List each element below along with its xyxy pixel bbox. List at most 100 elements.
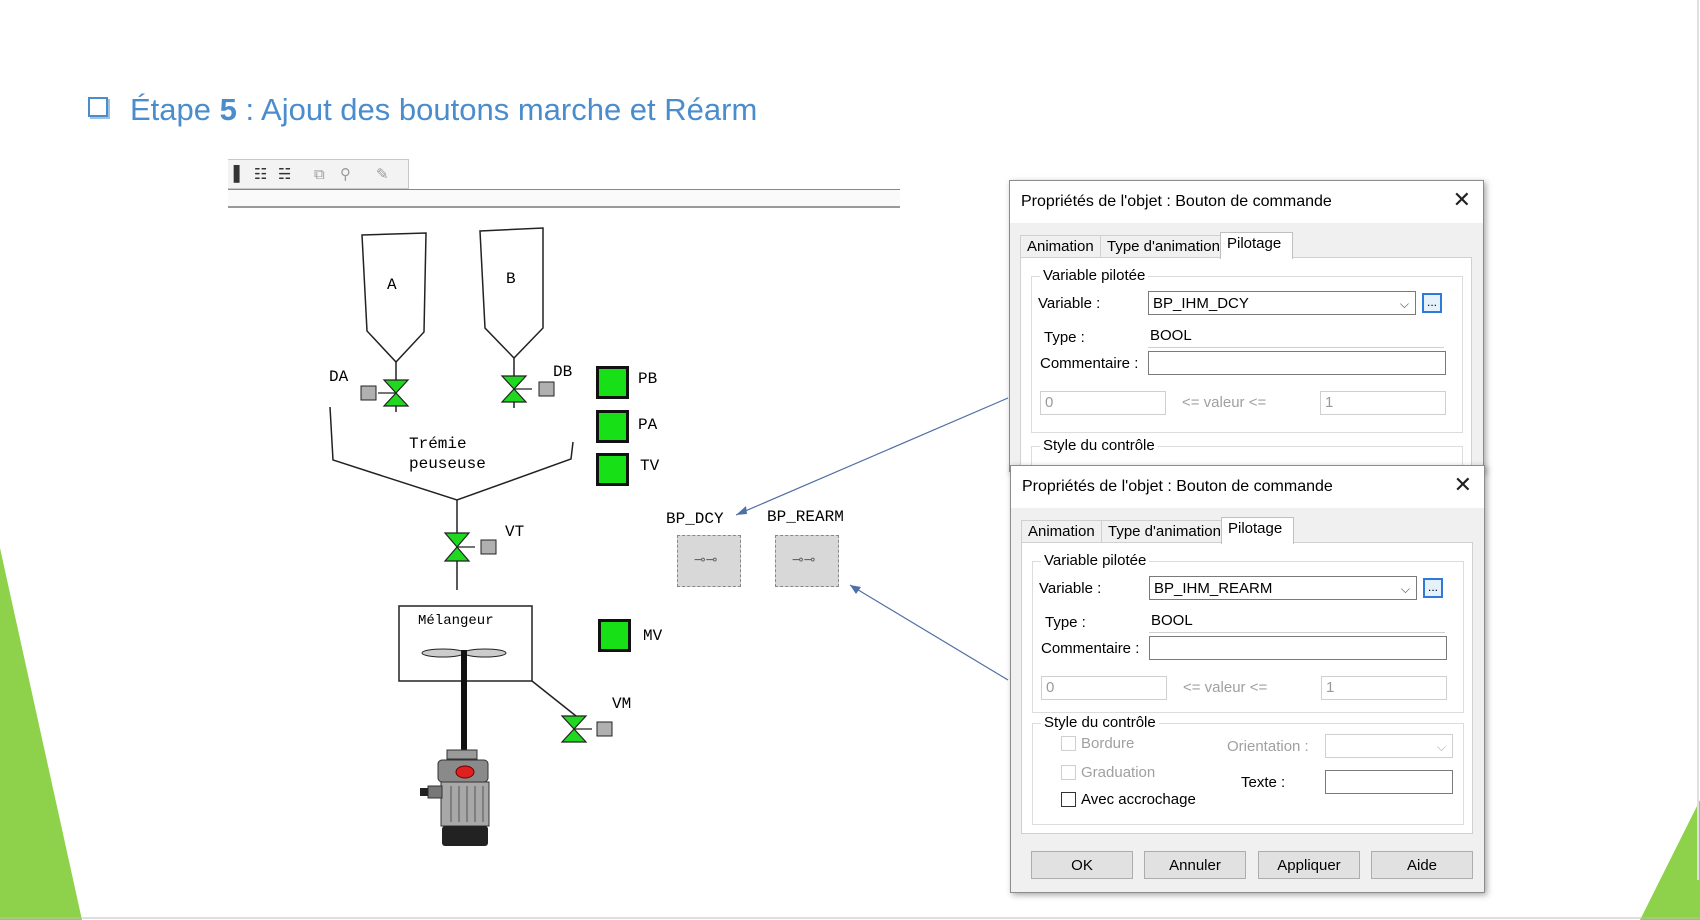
arrow-to-bp-rearm: [849, 584, 1009, 681]
edit-icon[interactable]: ✎: [376, 165, 389, 183]
close-icon[interactable]: ✕: [1452, 188, 1471, 213]
tab-type-animation[interactable]: Type d'animation: [1100, 235, 1229, 258]
hopper-a: [361, 232, 427, 364]
title-prefix: Étape: [130, 92, 212, 127]
type-label: Type :: [1045, 614, 1086, 631]
valve-da: [360, 379, 410, 407]
orientation-label: Orientation :: [1227, 738, 1309, 755]
bp-rearm-button[interactable]: ⊸⊸: [775, 535, 839, 587]
weighing-hopper-label-1: Trémie: [409, 435, 467, 453]
motor-icon: [420, 749, 490, 846]
tree-collapse-icon[interactable]: ☵: [278, 165, 292, 183]
comment-input[interactable]: [1148, 351, 1446, 375]
bp-dcy-label: BP_DCY: [666, 510, 724, 528]
variable-group-legend: Variable pilotée: [1040, 267, 1149, 284]
title-rest: : Ajout des boutons marche et Réarm: [236, 92, 758, 127]
hopper-b: [479, 227, 544, 360]
tab-animation[interactable]: Animation: [1021, 520, 1112, 543]
valve-vt: [443, 532, 497, 562]
style-group: Style du contrôle: [1031, 437, 1463, 487]
ok-button[interactable]: OK: [1031, 851, 1133, 879]
tab-type-animation[interactable]: Type d'animation: [1101, 520, 1230, 543]
accrochage-label: Avec accrochage: [1081, 791, 1196, 808]
cancel-button[interactable]: Annuler: [1144, 851, 1246, 879]
arrow-to-bp-dcy: [735, 397, 1009, 516]
type-value: BOOL: [1148, 325, 1444, 348]
chevron-down-icon: ⌵: [1400, 582, 1410, 596]
close-icon[interactable]: ✕: [1453, 473, 1472, 498]
checkbox-bullet-icon: [88, 97, 108, 117]
texte-input[interactable]: [1325, 770, 1453, 794]
bordure-label: Bordure: [1081, 735, 1135, 752]
hopper-b-label: B: [506, 270, 516, 288]
process-schematic: [329, 227, 1009, 846]
slide-title: Étape 5 : Ajout des boutons marche et Ré…: [88, 92, 757, 128]
variable-label: Variable :: [1038, 295, 1101, 312]
style-group-legend: Style du contrôle: [1040, 437, 1158, 454]
tab-pilotage[interactable]: Pilotage: [1221, 517, 1294, 544]
texte-label: Texte :: [1241, 774, 1286, 791]
range-label: <= valeur <=: [1183, 679, 1268, 696]
bordure-checkbox[interactable]: [1061, 736, 1076, 751]
style-group: Style du contrôle Bordure Graduation Ave…: [1032, 714, 1464, 825]
graduation-label: Graduation: [1081, 764, 1156, 781]
variable-value: BP_IHM_DCY: [1153, 295, 1249, 312]
graduation-checkbox[interactable]: [1061, 765, 1076, 780]
help-button[interactable]: Aide: [1371, 851, 1473, 879]
range-label: <= valeur <=: [1182, 394, 1267, 411]
weighing-hopper-label-2: peuseuse: [409, 455, 486, 473]
browse-button[interactable]: ...: [1423, 578, 1443, 598]
orientation-dropdown[interactable]: ⌵: [1325, 734, 1453, 758]
title-step-number: 5: [219, 92, 237, 127]
browse-button[interactable]: ...: [1422, 293, 1442, 313]
indicator-pa-label: PA: [638, 416, 658, 434]
variable-label: Variable :: [1039, 580, 1102, 597]
indicator-tv-label: TV: [640, 457, 660, 475]
indicator-mv-label: MV: [643, 627, 663, 645]
binoculars-icon[interactable]: ⚲: [340, 165, 351, 183]
hopper-a-label: A: [387, 276, 397, 294]
tab-animation[interactable]: Animation: [1020, 235, 1111, 258]
valve-da-label: DA: [329, 368, 349, 386]
comment-label: Commentaire :: [1040, 355, 1139, 372]
valve-vt-label: VT: [505, 523, 525, 541]
pushbutton-icon: ⊸⊸: [792, 552, 816, 568]
comment-label: Commentaire :: [1041, 640, 1140, 657]
max-value-input[interactable]: 1: [1321, 676, 1447, 700]
valve-db: [500, 375, 555, 403]
indicator-mv: [598, 619, 631, 652]
editor-ruler: [228, 189, 900, 208]
bp-dcy-button[interactable]: ⊸⊸: [677, 535, 741, 587]
indicator-pb-label: PB: [638, 370, 658, 388]
valve-vm-label: VM: [612, 695, 632, 713]
pilotage-panel: Variable pilotée Variable : BP_IHM_REARM…: [1021, 542, 1473, 834]
variable-dropdown[interactable]: BP_IHM_REARM⌵: [1149, 576, 1417, 600]
dialog-title: Propriétés de l'objet : Bouton de comman…: [1021, 193, 1332, 210]
variable-group-legend: Variable pilotée: [1041, 552, 1150, 569]
toolbar-partial-icon[interactable]: ▐: [228, 165, 240, 183]
tab-pilotage[interactable]: Pilotage: [1220, 232, 1293, 259]
tree-expand-icon[interactable]: ☷: [254, 165, 268, 183]
dialog-titlebar: Propriétés de l'objet : Bouton de comman…: [1011, 466, 1484, 508]
variable-group: Variable pilotée Variable : BP_IHM_DCY⌵ …: [1031, 267, 1463, 433]
max-value-input[interactable]: 1: [1320, 391, 1446, 415]
valve-db-label: DB: [553, 363, 573, 381]
min-value-input[interactable]: 0: [1040, 391, 1166, 415]
dialog-title: Propriétés de l'objet : Bouton de comman…: [1022, 478, 1333, 495]
variable-dropdown[interactable]: BP_IHM_DCY ⌵: [1148, 291, 1416, 315]
accrochage-checkbox[interactable]: [1061, 792, 1076, 807]
indicator-pa: [596, 410, 629, 443]
chevron-down-icon: ⌵: [1399, 297, 1409, 311]
weighing-hopper: [329, 406, 574, 501]
properties-dialog-dcy: Propriétés de l'objet : Bouton de comman…: [1009, 180, 1484, 487]
properties-dialog-rearm: Propriétés de l'objet : Bouton de comman…: [1010, 465, 1485, 893]
comment-input[interactable]: [1149, 636, 1447, 660]
indicator-pb: [596, 366, 629, 399]
min-value-input[interactable]: 0: [1041, 676, 1167, 700]
toolbar: ▐ ☷ ☵ ⧉ ⚲ ✎: [228, 159, 409, 189]
chevron-down-icon: ⌵: [1436, 740, 1446, 754]
style-group-legend: Style du contrôle: [1041, 714, 1159, 731]
layers-icon[interactable]: ⧉: [314, 165, 325, 183]
apply-button[interactable]: Appliquer: [1258, 851, 1360, 879]
